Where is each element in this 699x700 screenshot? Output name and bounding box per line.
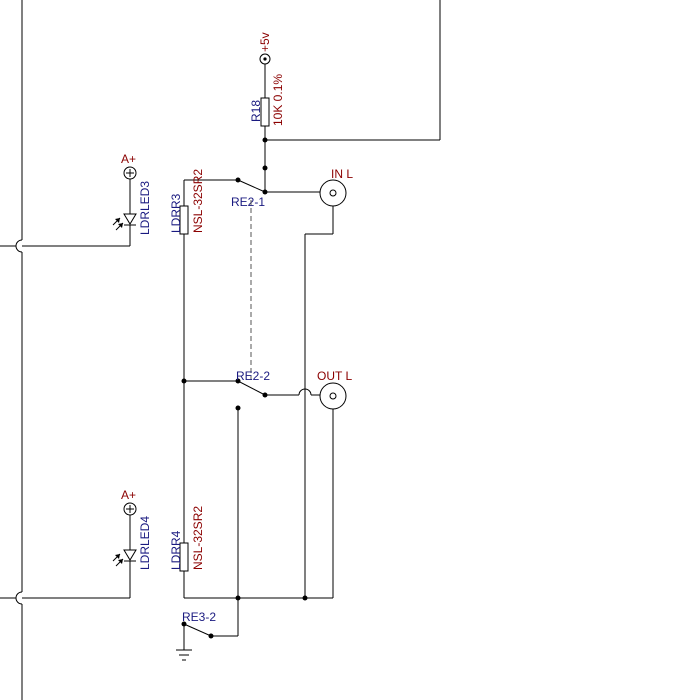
ground-icon xyxy=(176,649,192,661)
relay2-label: RE2-2 xyxy=(236,369,270,383)
jack-out-label: OUT L xyxy=(317,369,352,383)
ldr-ldrr3: LDRR3 NSL-32SR2 xyxy=(169,169,238,598)
ldr4-ref-label: LDRR4 xyxy=(169,530,183,570)
bottom-bus xyxy=(184,595,333,601)
r18-ref-label: R18 xyxy=(249,100,263,122)
supply-5v-label: +5v xyxy=(258,32,272,52)
led-ldrled4: A+ LDRLED4 xyxy=(22,488,152,599)
led4-light-arrows-icon xyxy=(112,553,124,567)
top-right-wire xyxy=(265,0,441,141)
led-ldrled3: A+ LDRLED3 xyxy=(22,152,152,247)
led3-supply-label: A+ xyxy=(121,152,136,166)
led4-ref-label: LDRLED4 xyxy=(138,516,152,570)
relay-re2-1: RE2-1 xyxy=(231,168,320,209)
ldr4-part-label: NSL-32SR2 xyxy=(191,506,205,570)
led3-ref-label: LDRLED3 xyxy=(138,181,152,235)
ldr-ldrr4: LDRR4 NSL-32SR2 xyxy=(169,506,205,572)
relay3-label: RE3-2 xyxy=(182,610,216,624)
relay-re3-2: RE3-2 xyxy=(181,610,239,650)
left-edge-wires xyxy=(0,0,23,700)
supply-5v: +5v xyxy=(258,32,272,65)
led4-supply-label: A+ xyxy=(121,488,136,502)
jack-in-label: IN L xyxy=(331,167,353,181)
ldr3-ref-label: LDRR3 xyxy=(169,193,183,233)
r18-value-label: 10K 0.1% xyxy=(271,74,285,126)
relay1-label: RE2-1 xyxy=(231,195,265,209)
led3-light-arrows-icon xyxy=(112,217,124,231)
jack-in-l: IN L xyxy=(304,167,353,598)
ldr3-part-label: NSL-32SR2 xyxy=(191,169,205,233)
jack-out-l: OUT L xyxy=(317,369,352,598)
relay-re2-2: RE2-2 xyxy=(184,369,320,634)
resistor-r18: R18 10K 0.1% xyxy=(249,64,285,171)
